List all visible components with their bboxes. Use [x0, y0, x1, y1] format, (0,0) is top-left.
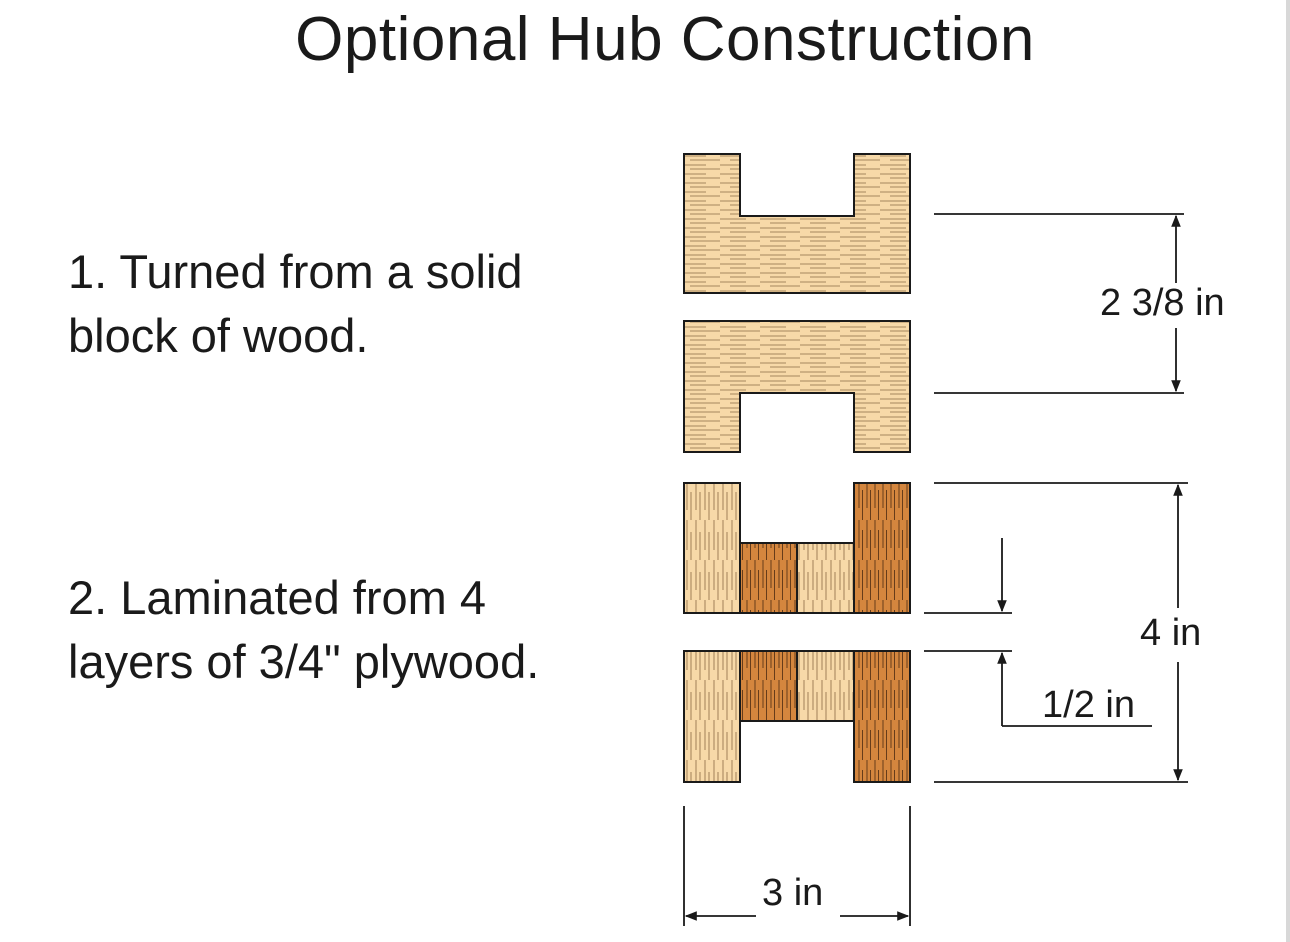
- solid-hub-bottom-half: [683, 320, 911, 453]
- layer-1-bottom: [683, 650, 741, 783]
- method-1-line-1: 1. Turned from a solid: [68, 245, 523, 298]
- center-hole-label: 1/2 in: [1042, 684, 1135, 726]
- diagram-title: Optional Hub Construction: [295, 5, 1035, 74]
- layer-3-top: [796, 542, 855, 614]
- solid-hub-top-half: [683, 153, 911, 294]
- method-1-caption: 1. Turned from a solid block of wood.: [68, 240, 523, 368]
- layer-4-top: [853, 482, 911, 614]
- solid-hub: [683, 153, 911, 453]
- layer-2-top: [739, 542, 798, 614]
- dim-center-hole-lines: [924, 538, 1152, 727]
- method-2-caption: 2. Laminated from 4 layers of 3/4" plywo…: [68, 566, 539, 694]
- method-1-line-2: block of wood.: [68, 309, 369, 362]
- solid-hub-height-label: 2 3/8 in: [1100, 282, 1225, 324]
- dim-solid-height-lines: [934, 213, 1184, 394]
- laminated-hub: [683, 482, 911, 783]
- hub-width-label: 3 in: [762, 872, 824, 914]
- layer-3-bottom: [796, 650, 855, 722]
- method-2-line-1: 2. Laminated from 4: [68, 571, 486, 624]
- layer-4-bottom: [853, 650, 911, 783]
- dim-width-lines: [683, 806, 911, 926]
- method-2-line-2: layers of 3/4" plywood.: [68, 635, 540, 688]
- layer-1-top: [683, 482, 741, 614]
- page-edge: [1286, 0, 1290, 942]
- laminated-hub-height-label: 4 in: [1140, 612, 1202, 654]
- dim-laminated-height-lines: [934, 482, 1188, 783]
- layer-2-bottom: [739, 650, 798, 722]
